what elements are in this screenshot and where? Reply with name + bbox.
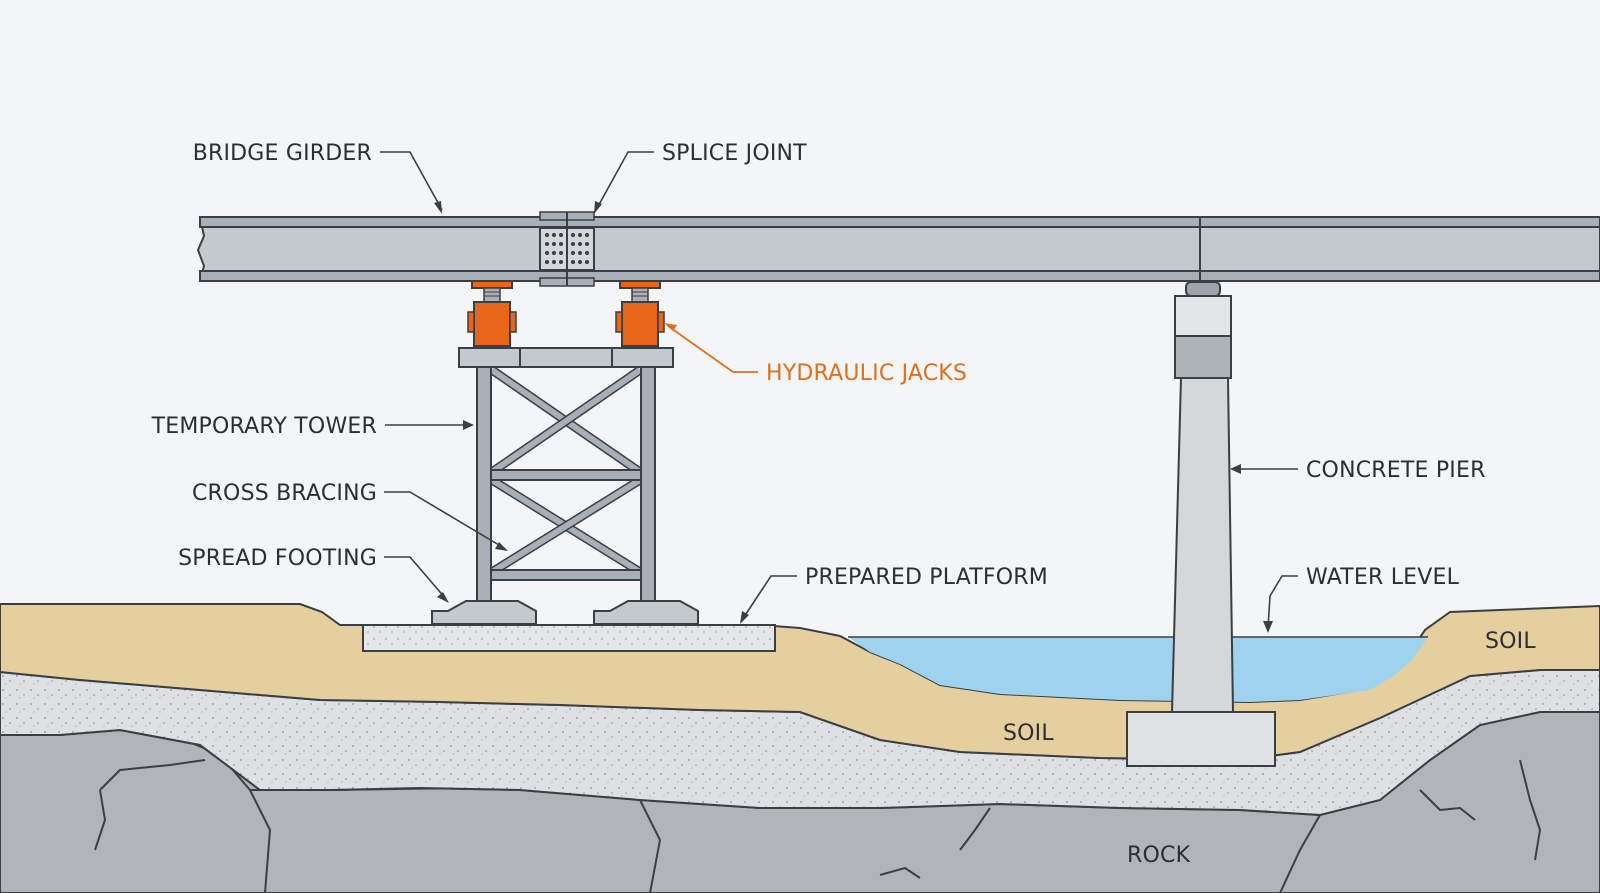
leader-spread-footing	[384, 556, 449, 603]
splice-joint	[539, 211, 595, 287]
water	[848, 637, 1428, 702]
leader-splice-joint	[594, 151, 654, 214]
rock-crack-4	[879, 866, 921, 879]
leader-concrete-pier	[1230, 464, 1298, 474]
rock-crack-2	[94, 789, 107, 851]
rock-boulder-right	[1279, 814, 1321, 893]
pier-cap-band	[1174, 335, 1232, 379]
tower-strut-bottom	[489, 569, 643, 581]
leader-temporary-tower	[385, 420, 474, 430]
rock-crack-5	[1419, 789, 1476, 821]
leader-bridge-girder	[380, 151, 443, 214]
spread-footing-left	[431, 600, 537, 625]
label-soil-right: SOIL	[1485, 629, 1536, 654]
label-water-level: WATER LEVEL	[1306, 565, 1460, 590]
label-cross-bracing: CROSS BRACING	[192, 481, 377, 506]
pier-bearing	[1185, 281, 1221, 297]
label-prepared-platform: PREPARED PLATFORM	[805, 565, 1048, 590]
tower-strut-middle	[489, 469, 643, 481]
label-concrete-pier: CONCRETE PIER	[1306, 458, 1486, 483]
tower-cap-beam	[458, 347, 674, 368]
spread-footing-right	[593, 600, 699, 625]
rock-crack-3	[959, 807, 991, 851]
label-rock: ROCK	[1127, 843, 1191, 868]
label-spread-footing: SPREAD FOOTING	[178, 546, 377, 571]
concrete-pier-column	[1170, 377, 1235, 713]
tower-leg-right	[640, 364, 656, 602]
label-temporary-tower: TEMPORARY TOWER	[151, 414, 377, 439]
prepared-platform	[362, 624, 776, 652]
leader-water-level	[1263, 575, 1298, 633]
label-soil-center: SOIL	[1003, 721, 1054, 746]
leader-hydraulic-jacks	[664, 323, 758, 373]
cross-bracing	[489, 366, 643, 576]
pier-cap-upper	[1174, 295, 1232, 337]
hydraulic-jack-right	[615, 279, 665, 347]
leader-cross-bracing	[384, 491, 508, 551]
tower-leg-left	[476, 364, 492, 602]
label-hydraulic-jacks: HYDRAULIC JACKS	[766, 361, 967, 386]
rock-crack-1	[99, 759, 206, 791]
hydraulic-jack-left	[467, 279, 517, 347]
rock-crack-6	[1519, 759, 1542, 861]
label-bridge-girder: BRIDGE GIRDER	[193, 141, 372, 166]
bridge-girder	[196, 216, 1600, 282]
label-splice-joint: SPLICE JOINT	[662, 141, 807, 166]
pier-footing	[1126, 711, 1276, 767]
leader-prepared-platform	[740, 575, 797, 624]
